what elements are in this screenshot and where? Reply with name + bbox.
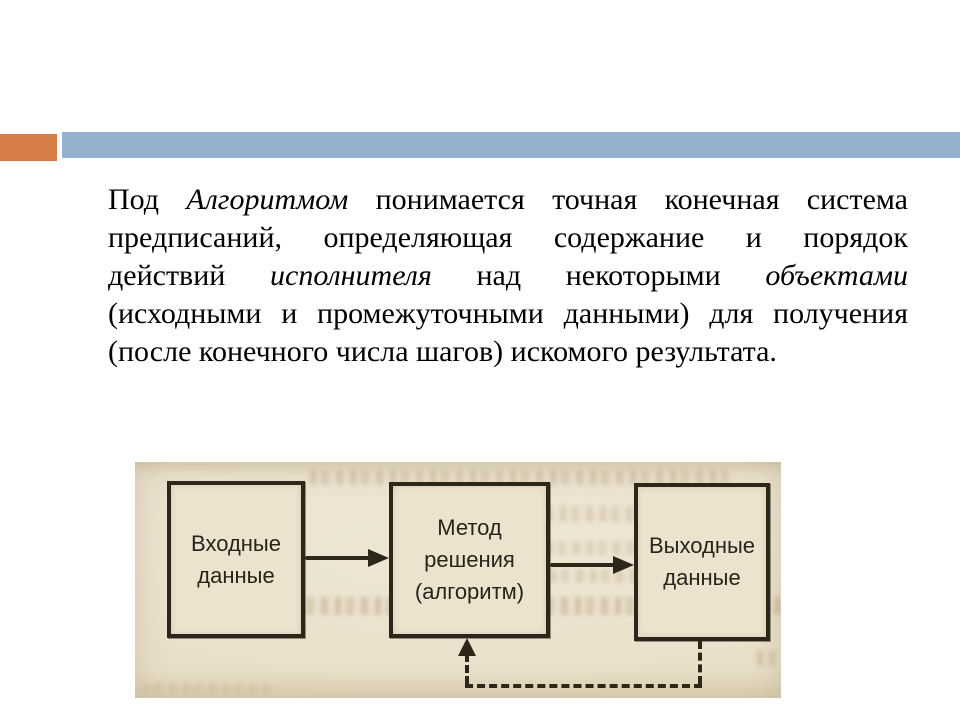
feedback-dashed-segment-up: [465, 654, 469, 684]
definition-line-2: предписаний, определяющая содержание и п…: [108, 219, 908, 257]
bleed-through-artifact: [520, 506, 648, 522]
header-accent-blue-bar: [62, 132, 960, 158]
box-label-line: данные: [663, 565, 741, 590]
input-data-box: Входные данные: [167, 481, 305, 638]
arrow-input-to-method-line: [305, 556, 371, 560]
text-segment: над некоторыми: [431, 259, 766, 292]
arrow-method-to-output-head-icon: [613, 556, 634, 574]
bleed-through-artifact: [757, 650, 779, 666]
definition-paragraph: Под Алгоритмом понимается точная конечна…: [108, 181, 908, 371]
feedback-dashed-segment-down: [698, 641, 702, 684]
feedback-dashed-segment-across: [465, 684, 702, 688]
box-label-line: решения: [424, 547, 515, 572]
text-segment-italic: объектами: [765, 259, 908, 292]
algorithm-flow-diagram-image: Входные данные Метод решения (алгоритм) …: [135, 462, 781, 698]
box-label-line: (алгоритм): [414, 579, 525, 604]
arrow-input-to-method-head-icon: [368, 549, 389, 567]
text-segment-italic: исполнителя: [270, 259, 432, 292]
text-segment-italic: Алгоритмом: [186, 183, 349, 216]
output-data-box: Выходные данные: [634, 483, 770, 641]
arrow-method-to-output-line: [550, 563, 616, 567]
text-segment: понимается точная конечная система: [348, 183, 908, 216]
text-segment: (исходными и промежуточными данными) для…: [108, 297, 908, 330]
text-segment: (после конечного числа шагов) искомого р…: [108, 335, 777, 368]
box-label-line: данные: [197, 562, 275, 588]
bleed-through-artifact: [143, 683, 273, 693]
definition-line-4: (исходными и промежуточными данными) для…: [108, 295, 908, 333]
header-accent-orange: [0, 134, 57, 161]
definition-line-3: действий исполнителя над некоторыми объе…: [108, 257, 908, 295]
text-segment: действий: [108, 259, 270, 292]
feedback-arrow-head-icon: [458, 638, 476, 656]
text-segment: Под: [108, 183, 187, 216]
box-label-line: Выходные: [648, 533, 756, 558]
definition-line-5: (после конечного числа шагов) искомого р…: [108, 333, 908, 371]
definition-line-1: Под Алгоритмом понимается точная конечна…: [108, 181, 908, 219]
bleed-through-artifact: [310, 470, 730, 485]
method-solution-box: Метод решения (алгоритм): [389, 482, 550, 638]
box-label-line: Метод: [437, 515, 502, 540]
text-segment: предписаний, определяющая содержание и п…: [108, 221, 908, 254]
box-label-line: Входные: [191, 530, 281, 556]
bleed-through-artifact: [547, 541, 642, 555]
